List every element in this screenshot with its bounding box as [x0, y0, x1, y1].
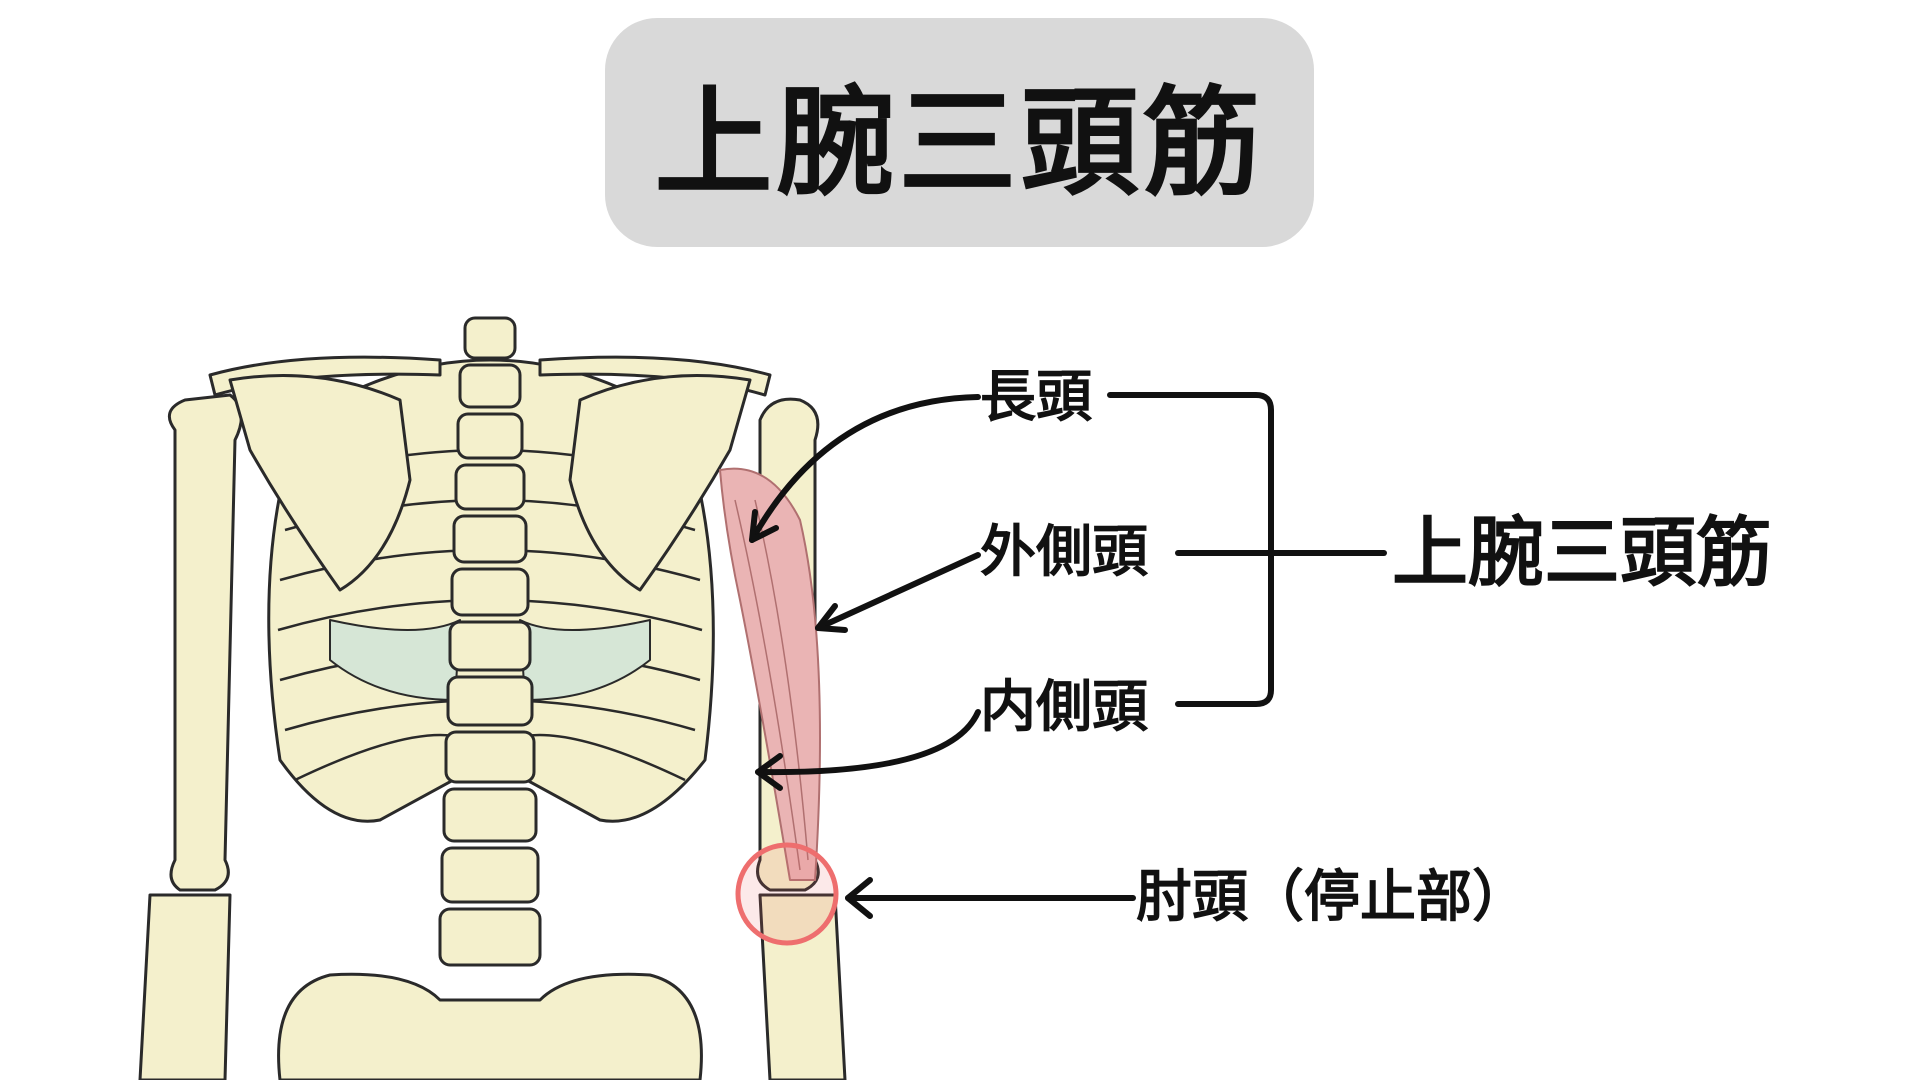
right-scapula: [568, 374, 752, 592]
left-humerus: [167, 393, 243, 892]
label-olecranon: 肘頭（停止部）: [1136, 865, 1528, 930]
title-banner: 上腕三頭筋: [605, 18, 1314, 247]
left-scapula: [228, 374, 412, 592]
pelvis: [277, 972, 703, 1080]
arrow-medial-head: [755, 709, 981, 776]
label-lateral-head: 外側頭: [980, 520, 1148, 585]
left-forearm: [138, 893, 232, 1080]
label-medial-head: 内側頭: [980, 675, 1148, 740]
page-title: 上腕三頭筋: [654, 74, 1265, 212]
arrow-long-head: [749, 394, 981, 543]
olecranon-highlight-circle: [735, 842, 839, 946]
spine: [438, 316, 542, 967]
arrow-lateral-head: [815, 552, 981, 631]
label-muscle-name: 上腕三頭筋: [1392, 508, 1772, 597]
label-long-head: 長頭: [980, 365, 1092, 430]
